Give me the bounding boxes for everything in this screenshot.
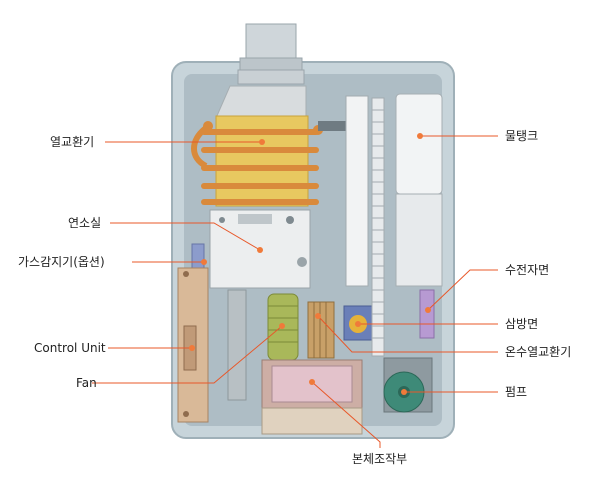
- leader-lines: [92, 135, 498, 448]
- marker-dots: [189, 133, 431, 395]
- fan-body: [227, 289, 299, 401]
- flue-vent: [237, 23, 305, 85]
- label-body-control-panel: 본체조작부: [352, 452, 408, 466]
- label-water-valve-face: 수전자면: [505, 263, 550, 277]
- water-valve-face-body: [419, 289, 435, 339]
- heat-exchanger-body: [191, 115, 323, 207]
- label-combustion-chamber: 연소실: [68, 216, 102, 230]
- label-water-tank: 물탱크: [505, 129, 539, 143]
- label-control-unit: Control Unit: [34, 341, 106, 355]
- label-three-way-valve: 삼방면: [505, 317, 539, 331]
- water-tank-body: [395, 93, 443, 287]
- label-pump: 펌프: [505, 385, 528, 399]
- hot-water-heat-exchanger-body: [307, 301, 335, 359]
- control-unit-board: [177, 267, 209, 423]
- label-heat-exchanger: 열교환기: [50, 135, 95, 149]
- pump-body: [383, 357, 433, 413]
- body-control-panel-box: [261, 359, 363, 435]
- flue-hood: [215, 85, 307, 119]
- label-fan: Fan: [76, 376, 97, 390]
- ribbed-column: [345, 95, 385, 357]
- label-gas-sensor: 가스감지기(옵션): [18, 255, 105, 269]
- label-hot-water-heat-exchanger: 온수열교환기: [505, 345, 572, 359]
